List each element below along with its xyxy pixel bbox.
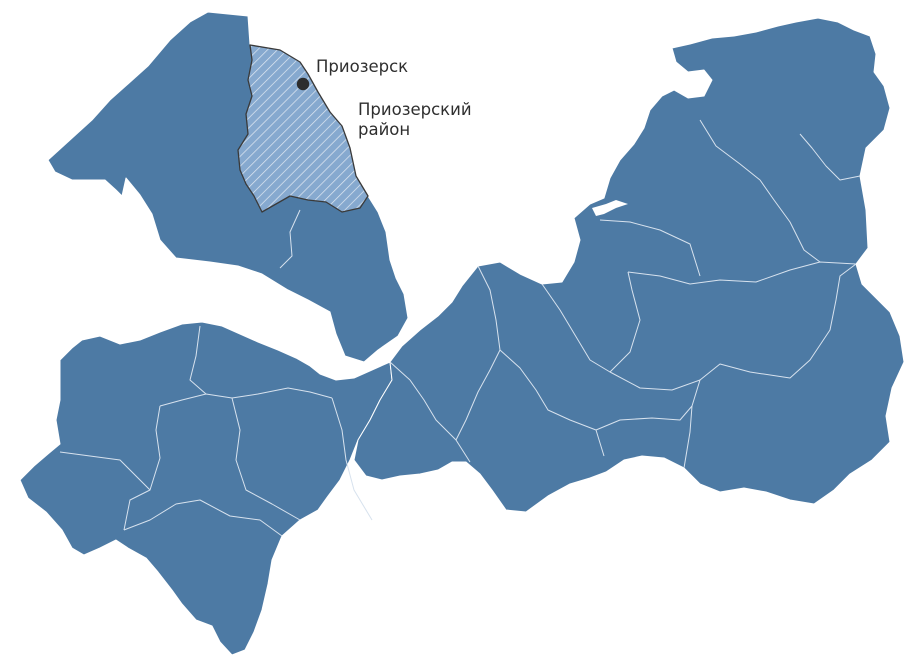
water-inlet (592, 200, 628, 216)
district-borders (59, 119, 861, 537)
city-label: Приозерск (316, 57, 408, 76)
region-mainland-east[interactable] (353, 17, 905, 513)
district-label-line1: Приозерский (358, 100, 472, 119)
district-label-line2: район (358, 120, 410, 139)
city-dot-icon[interactable] (296, 77, 310, 91)
highlighted-district[interactable] (237, 44, 369, 213)
region-mainland-west[interactable] (19, 321, 393, 656)
